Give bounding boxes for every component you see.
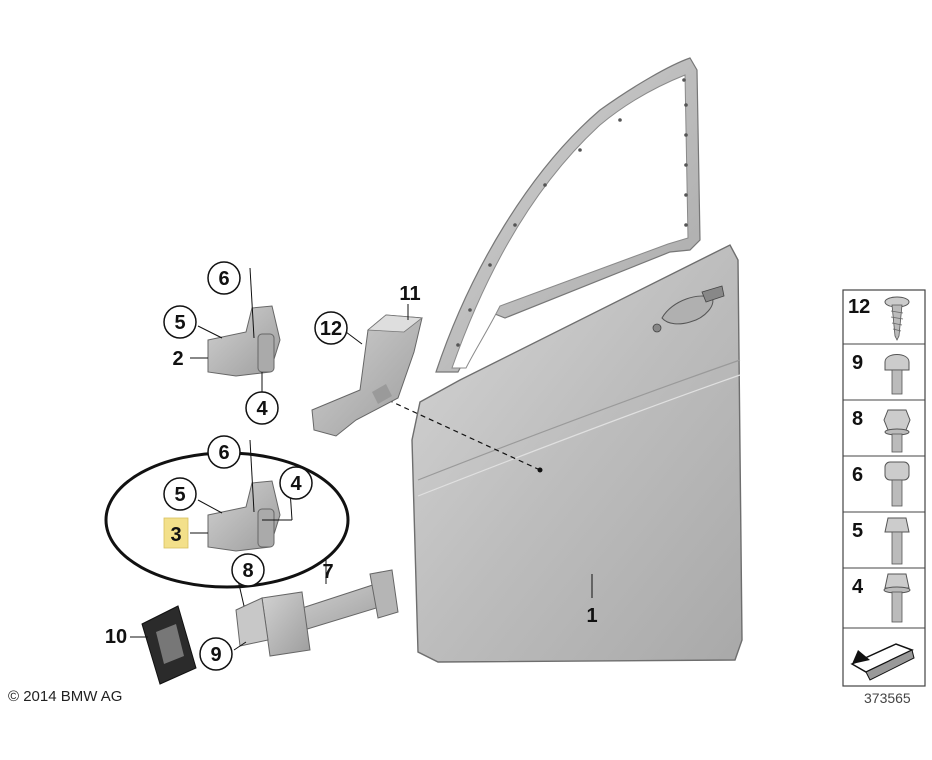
door-check-part [235,569,399,657]
callout-label: 8 [242,560,253,582]
callout-label: 10 [105,626,127,648]
arrow-icon [850,643,915,681]
dashed-leader-line [387,399,541,471]
callout-label: 11 [399,283,420,305]
screw-12-icon [884,296,910,341]
callout-label: 6 [218,268,229,290]
callout-3: 3 [163,517,189,549]
callout-label: 5 [174,484,185,506]
callout-8: 8 [231,553,265,587]
callout-12: 12 [314,311,348,345]
lower-hinge-part [207,439,281,552]
fastener-legend: 12 9 8 6 5 4 [842,289,926,687]
legend-number: 9 [852,352,863,374]
callout-7: 7 [322,561,333,583]
callout-11: 11 [399,283,420,305]
bolt-8-icon [883,409,911,453]
callout-6b: 6 [207,435,241,469]
legend-number: 12 [848,296,870,318]
callout-1: 1 [586,605,597,627]
gasket-part [141,605,197,685]
callout-9: 9 [199,637,233,671]
callout-label: 7 [322,561,333,583]
callout-4b: 4 [279,466,313,500]
callout-label: 4 [256,398,268,420]
callout-label: 1 [586,605,597,627]
callout-label: 9 [210,644,221,666]
callout-label: 2 [172,348,183,370]
copyright-text: © 2014 BMW AG [8,688,123,705]
callout-5b: 5 [163,477,197,511]
callout-label: 5 [174,312,185,334]
bolt-9-icon [884,354,910,395]
bolt-5-icon [884,517,910,565]
door-panel [411,57,743,663]
highlight-box [163,517,189,549]
callout-label: 4 [290,473,302,495]
bolt-6-icon [884,461,910,507]
bolt-4-icon [883,573,911,623]
callout-10: 10 [105,626,127,648]
diagram-id: 373565 [864,690,911,706]
callout-label: 12 [320,318,342,340]
callout-label: 3 [170,524,181,546]
legend-number: 8 [852,408,863,430]
legend-number: 6 [852,464,863,486]
callout-6a: 6 [207,261,241,295]
callout-4a: 4 [245,391,279,425]
callout-label: 6 [218,442,229,464]
callout-5a: 5 [163,305,197,339]
legend-number: 5 [852,520,863,542]
upper-hinge-part [207,267,281,377]
legend-number: 4 [852,576,864,598]
callout-2: 2 [172,348,183,370]
